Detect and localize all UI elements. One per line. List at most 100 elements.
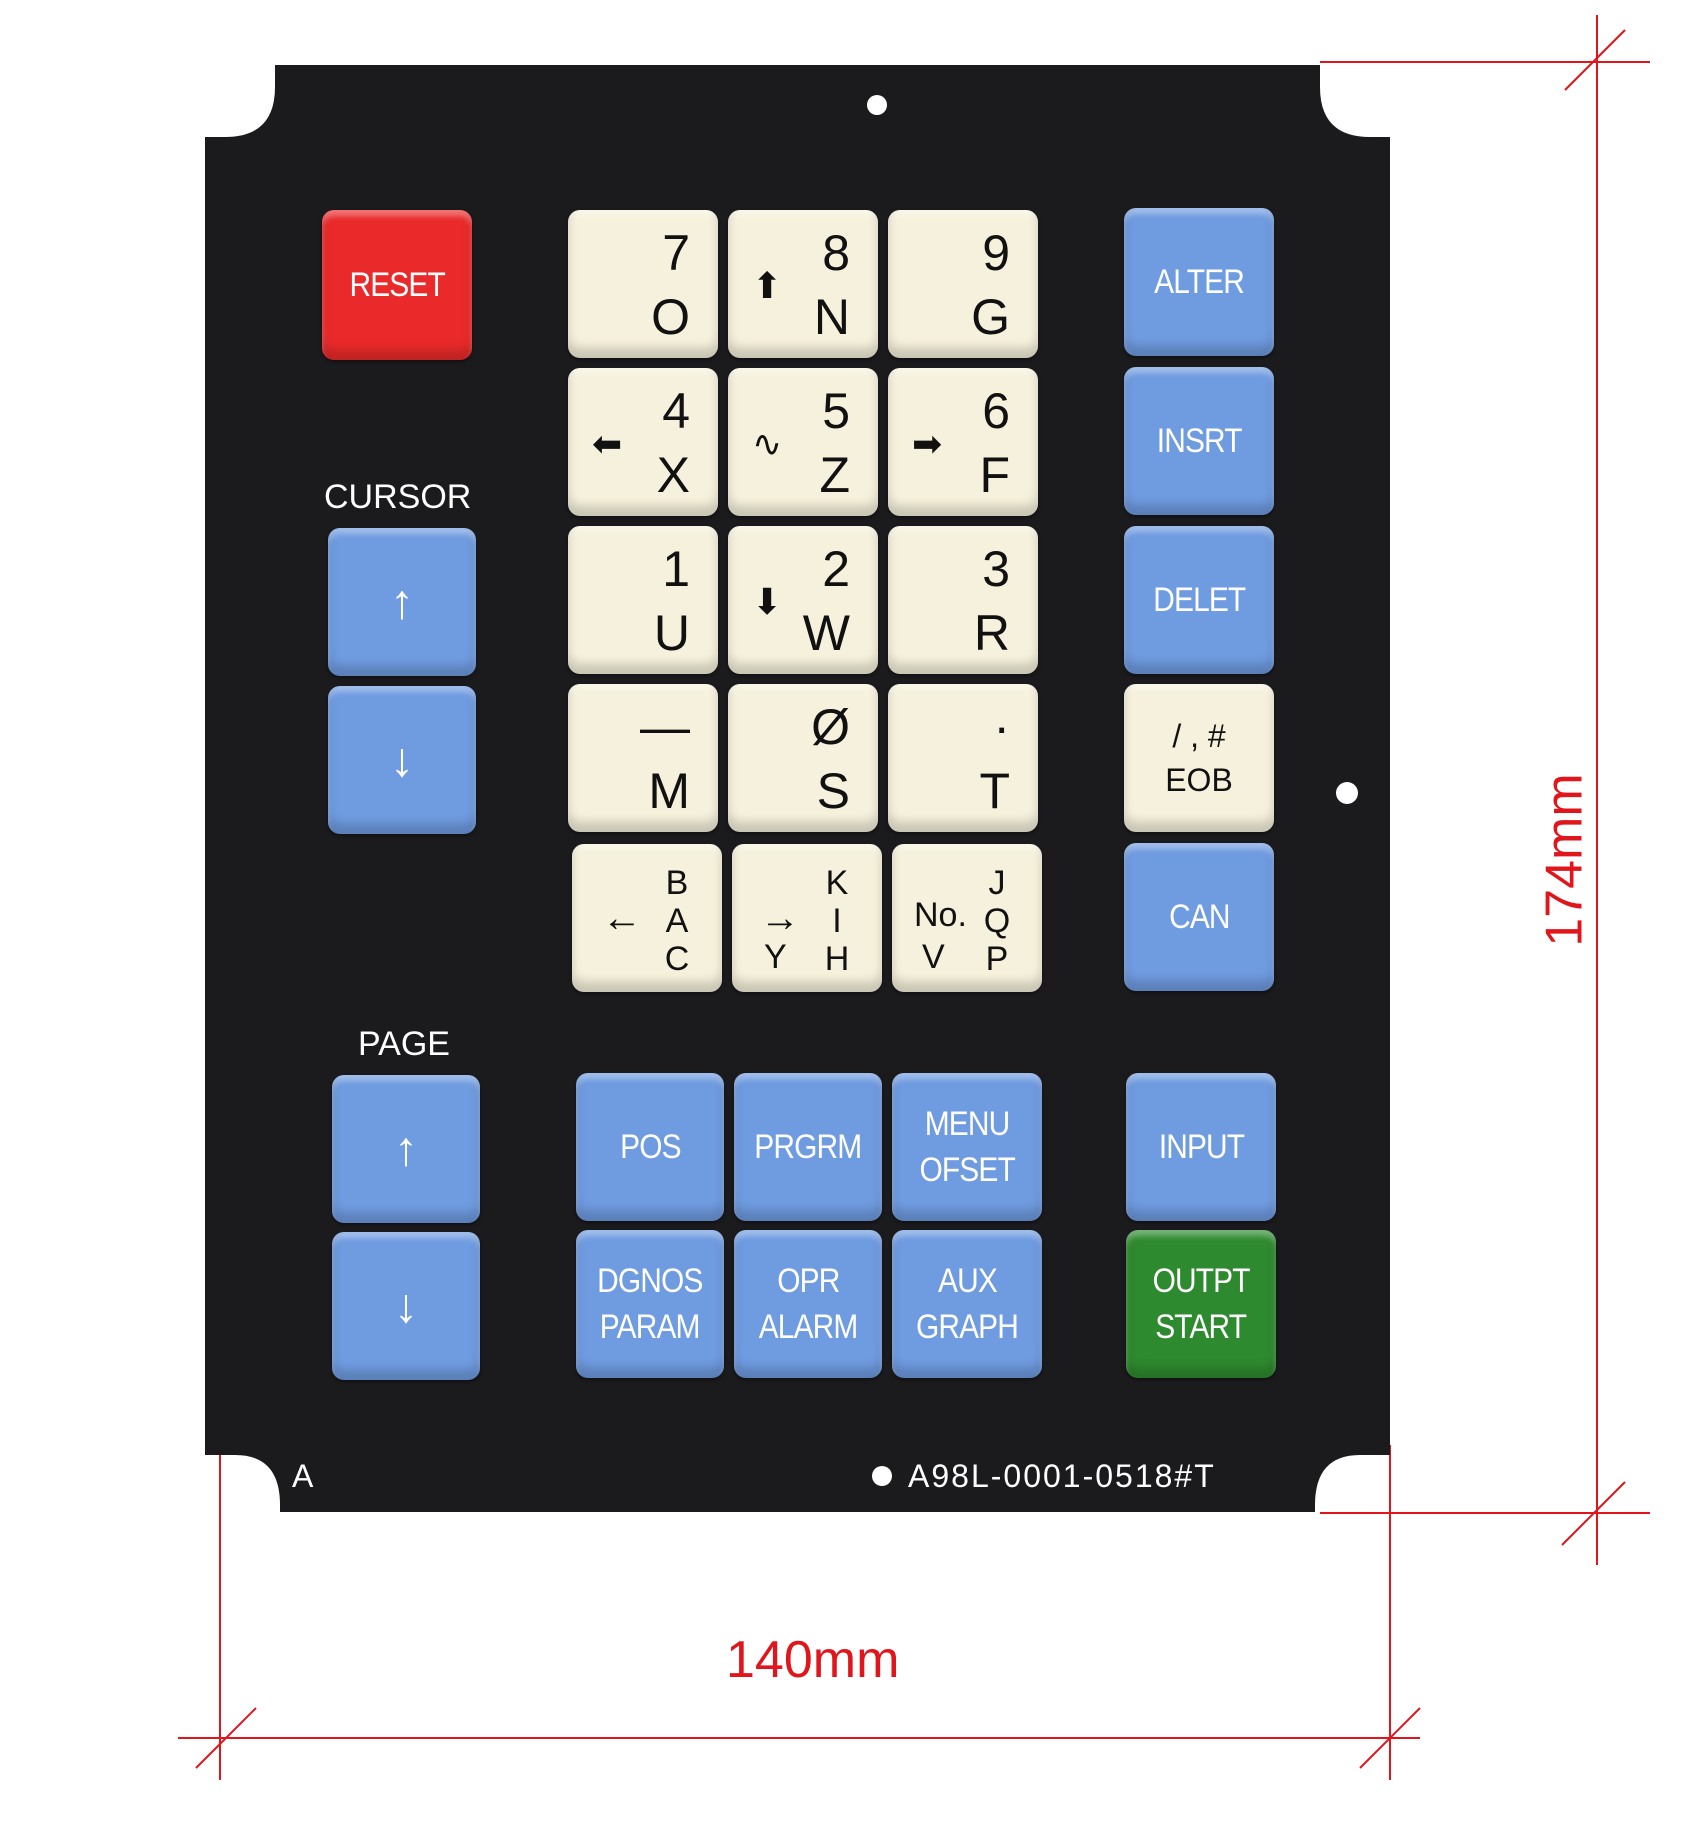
opr-alarm-key[interactable]: OPR ALARM bbox=[734, 1230, 882, 1378]
key-number: 8 bbox=[822, 225, 850, 281]
outpt-label: OUTPT bbox=[1152, 1262, 1251, 1300]
key-kih[interactable]: → Y K I H bbox=[732, 844, 882, 992]
key-letters: B A C bbox=[664, 864, 690, 978]
menu-ofset-key[interactable]: MENU OFSET bbox=[892, 1073, 1042, 1221]
menu-label: MENU bbox=[924, 1105, 1010, 1143]
key-letter: N bbox=[813, 289, 850, 345]
eob-label: EOB bbox=[1165, 762, 1233, 798]
dgnos-param-key[interactable]: DGNOS PARAM bbox=[576, 1230, 724, 1378]
key-letter: M bbox=[648, 763, 690, 819]
key-letter: R bbox=[973, 605, 1010, 661]
page-label: PAGE bbox=[358, 1025, 450, 1063]
eob-key[interactable]: / , # EOB bbox=[1124, 684, 1274, 832]
key-symbol-icon: ⬇ bbox=[752, 581, 783, 622]
key-symbol-icon: ➡ bbox=[912, 423, 943, 464]
graph-label: GRAPH bbox=[915, 1308, 1019, 1346]
delet-key[interactable]: DELET bbox=[1124, 526, 1274, 674]
key-number: · bbox=[993, 699, 1010, 755]
opr-label: OPR bbox=[776, 1262, 840, 1300]
key-jqp[interactable]: No. V J Q P bbox=[892, 844, 1042, 992]
prgrm-key[interactable]: PRGRM bbox=[734, 1073, 882, 1221]
key-letter: Z bbox=[819, 447, 850, 503]
key-letter: X bbox=[656, 447, 690, 503]
aux-graph-key[interactable]: AUX GRAPH bbox=[892, 1230, 1042, 1378]
insrt-key[interactable]: INSRT bbox=[1124, 367, 1274, 515]
cursor-label: CURSOR bbox=[324, 478, 472, 516]
key-extra-letter: V bbox=[922, 938, 945, 976]
key-number: — bbox=[640, 699, 690, 755]
key-letters: J Q P bbox=[983, 864, 1011, 978]
width-dimension-label: 140mm bbox=[726, 1631, 900, 1689]
insrt-label: INSRT bbox=[1156, 422, 1243, 460]
input-label: INPUT bbox=[1158, 1128, 1244, 1166]
key-number: 3 bbox=[982, 541, 1010, 597]
number-sign-label: No. bbox=[914, 896, 967, 934]
key-letter: O bbox=[651, 289, 690, 345]
reset-key[interactable]: RESET bbox=[322, 210, 472, 360]
pos-key[interactable]: POS bbox=[576, 1073, 724, 1221]
arrow-right-icon: → bbox=[760, 896, 800, 940]
alter-label: ALTER bbox=[1154, 263, 1245, 301]
arrow-down-icon: ↓ bbox=[394, 1279, 418, 1333]
key-letter: U bbox=[653, 605, 690, 661]
key-symbol-icon: ⬆ bbox=[752, 265, 783, 306]
cursor-up-key[interactable]: ↑ bbox=[328, 528, 476, 676]
key-number: 7 bbox=[662, 225, 690, 281]
key-letter: W bbox=[802, 605, 850, 661]
key-letter: F bbox=[979, 447, 1010, 503]
key-bac[interactable]: ← B A C bbox=[572, 844, 722, 992]
page-up-key[interactable]: ↑ bbox=[332, 1075, 480, 1223]
aux-label: AUX bbox=[937, 1262, 998, 1300]
dgnos-label: DGNOS bbox=[597, 1262, 703, 1300]
key-letter: T bbox=[979, 763, 1010, 819]
key-number: 5 bbox=[822, 383, 850, 439]
key-number: 9 bbox=[982, 225, 1010, 281]
arrow-up-icon: ↑ bbox=[390, 575, 414, 629]
key-letter: G bbox=[971, 289, 1010, 345]
can-label: CAN bbox=[1168, 898, 1230, 936]
part-number: A98L-0001-0518#T bbox=[908, 1458, 1216, 1494]
alarm-label: ALARM bbox=[758, 1308, 859, 1346]
key-number: 6 bbox=[982, 383, 1010, 439]
height-dimension-label: 174mm bbox=[1535, 773, 1594, 947]
input-key[interactable]: INPUT bbox=[1126, 1073, 1276, 1221]
key-number: 4 bbox=[662, 383, 690, 439]
arrow-left-icon: ← bbox=[602, 896, 642, 940]
output-start-key[interactable]: OUTPT START bbox=[1126, 1230, 1276, 1378]
cursor-down-key[interactable]: ↓ bbox=[328, 686, 476, 834]
key-letters: K I H bbox=[824, 864, 850, 978]
eob-symbols: / , # bbox=[1172, 718, 1226, 754]
corner-mark: A bbox=[292, 1458, 316, 1494]
key-symbol-icon: ⬅ bbox=[592, 423, 623, 464]
prgrm-label: PRGRM bbox=[754, 1128, 863, 1166]
key-extra-letter: Y bbox=[764, 938, 787, 976]
key-number: 1 bbox=[662, 541, 690, 597]
key-number: 2 bbox=[822, 541, 850, 597]
arrow-down-icon: ↓ bbox=[390, 733, 414, 787]
key-symbol-icon: ∿ bbox=[752, 423, 783, 464]
can-key[interactable]: CAN bbox=[1124, 843, 1274, 991]
page-down-key[interactable]: ↓ bbox=[332, 1232, 480, 1380]
key-letter: S bbox=[816, 763, 850, 819]
reset-label: RESET bbox=[349, 266, 445, 304]
ofset-label: OFSET bbox=[919, 1151, 1015, 1189]
key-number: Ø bbox=[811, 699, 850, 755]
delet-label: DELET bbox=[1152, 581, 1246, 619]
arrow-up-icon: ↑ bbox=[394, 1122, 418, 1176]
start-label: START bbox=[1155, 1308, 1248, 1346]
numpad-key-—[interactable]: —M bbox=[568, 684, 718, 832]
numpad-key-·[interactable]: ·T bbox=[888, 684, 1038, 832]
alter-key[interactable]: ALTER bbox=[1124, 208, 1274, 356]
